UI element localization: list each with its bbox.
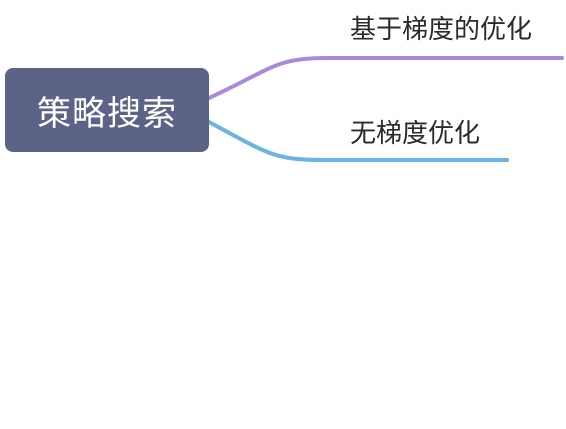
connector-line-2 [207,120,509,162]
connector-line-1 [207,56,564,100]
branch-label-gradient-free: 无梯度优化 [350,119,481,149]
branch-node-gradient-based[interactable]: 基于梯度的优化 [350,17,532,43]
root-node-label: 策略搜索 [37,93,177,134]
branch-label-gradient-based: 基于梯度的优化 [350,15,533,45]
branch-node-gradient-free[interactable]: 无梯度优化 [350,121,480,147]
root-node[interactable]: 策略搜索 [5,68,209,152]
